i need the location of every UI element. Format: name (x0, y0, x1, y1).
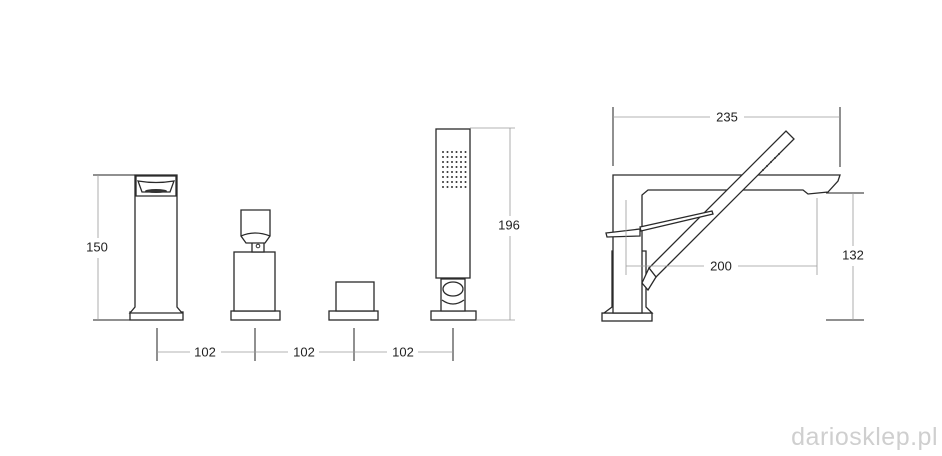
spray-hole (464, 151, 467, 153)
spray-hole (464, 161, 467, 163)
spray-hole (455, 156, 458, 158)
hand-shower-front-view (430, 128, 477, 321)
dimension-shower-height: 196 (470, 127, 520, 321)
diverter-front-view (328, 281, 379, 321)
spray-hole (460, 156, 462, 158)
spray-hole (442, 166, 444, 168)
spray-hole (460, 171, 462, 173)
spray-hole (460, 166, 462, 168)
spray-hole (464, 186, 467, 188)
spray-hole (451, 156, 453, 158)
spray-hole (442, 161, 444, 163)
spray-hole (446, 151, 449, 153)
dimension-label: 102 (293, 344, 315, 359)
spray-hole (451, 181, 453, 183)
spray-hole (455, 171, 458, 173)
dimension-spacing: 102 102 102 (156, 328, 454, 361)
side-view (601, 130, 841, 322)
spray-hole (460, 161, 462, 163)
spray-hole (442, 176, 444, 178)
spray-hole (455, 151, 458, 153)
spray-hole (442, 151, 444, 153)
spray-hole (446, 166, 449, 168)
spray-hole (455, 176, 458, 178)
spray-hole (464, 166, 467, 168)
spray-hole (455, 186, 458, 188)
spray-hole (446, 181, 449, 183)
spray-hole (460, 181, 462, 183)
spray-hole (442, 181, 444, 183)
spray-hole (451, 186, 453, 188)
spray-hole (451, 171, 453, 173)
dimension-outlet-height: 132 (826, 192, 864, 321)
dimension-spout-height: 150 (86, 174, 135, 321)
dimension-label: 196 (498, 217, 520, 232)
shower-spray-holes (442, 151, 467, 188)
dimension-label: 102 (392, 344, 414, 359)
spray-hole (451, 151, 453, 153)
spray-hole (460, 186, 462, 188)
dimension-label: 235 (716, 109, 738, 124)
dimension-label: 200 (710, 258, 732, 273)
dimension-label: 132 (842, 247, 864, 262)
spray-hole (451, 166, 453, 168)
spray-hole (451, 176, 453, 178)
spray-hole (460, 176, 462, 178)
spray-hole (442, 156, 444, 158)
dimension-label: 102 (194, 344, 216, 359)
dimension-label: 150 (86, 239, 108, 254)
spray-hole (446, 171, 449, 173)
spray-hole (455, 181, 458, 183)
spray-hole (446, 176, 449, 178)
spray-hole (451, 161, 453, 163)
watermark: dariosklep.pl (791, 423, 938, 451)
spray-hole (446, 156, 449, 158)
mixer-front-view (230, 209, 281, 321)
spray-hole (464, 171, 467, 173)
dimension-overall-length: 235 (612, 107, 841, 167)
spray-hole (446, 161, 449, 163)
spray-hole (442, 186, 444, 188)
spray-hole (460, 151, 462, 153)
spray-hole (442, 171, 444, 173)
spray-hole (455, 161, 458, 163)
spray-hole (464, 156, 467, 158)
spray-hole (464, 176, 467, 178)
spout-front-view (128, 174, 184, 321)
spray-hole (455, 166, 458, 168)
dimension-spout-reach: 200 (625, 198, 818, 275)
spray-hole (464, 181, 467, 183)
spray-hole (446, 186, 449, 188)
